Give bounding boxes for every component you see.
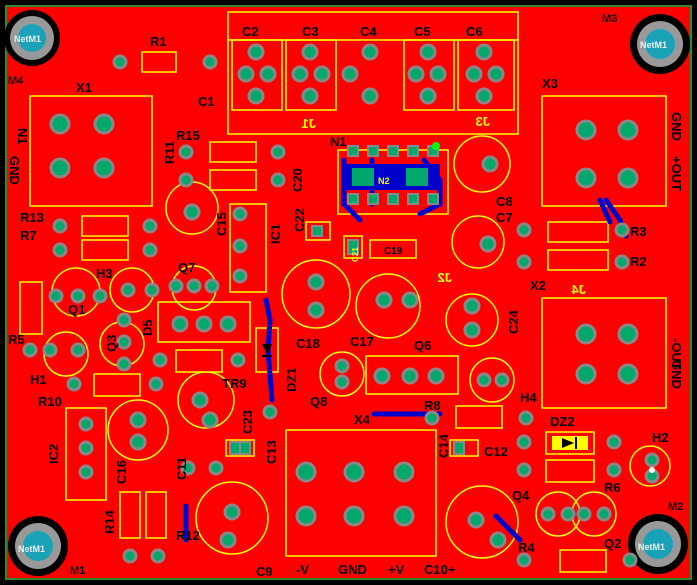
label-out-minus: -OUT — [669, 338, 684, 370]
mounting-hole-label: NetM1 — [14, 34, 41, 44]
n2-label: N2 — [378, 176, 390, 186]
label-neg-v: -V — [296, 562, 309, 577]
label-j2: J2 — [438, 270, 452, 285]
label-q2: Q2 — [604, 536, 621, 551]
label-c3: C3 — [302, 24, 319, 39]
label-c11: C11 — [174, 457, 189, 480]
label-x2: X2 — [530, 278, 546, 293]
label-c15: C15 — [214, 212, 229, 236]
label-r3: R3 — [630, 224, 647, 239]
label-n1-left: N1 — [15, 128, 30, 145]
ref-m3: M3 — [602, 13, 617, 25]
label-c21: C21 — [351, 247, 360, 262]
label-h2: H2 — [652, 430, 669, 445]
label-q1: Q1 — [68, 302, 85, 317]
mounting-hole-bl: NetM1 — [8, 516, 68, 576]
board-edge — [5, 5, 692, 580]
label-c18: C18 — [296, 336, 320, 351]
label-c1: C1 — [198, 94, 215, 109]
label-r11: R11 — [162, 141, 177, 164]
label-r7: R7 — [20, 228, 37, 243]
label-n1-mid: N1 — [330, 134, 347, 149]
label-gnd-bottom: GND — [338, 562, 367, 577]
label-c19: C19 — [384, 246, 403, 257]
label-c17: C17 — [350, 334, 374, 349]
label-q6: Q6 — [414, 338, 431, 353]
pads — [22, 43, 660, 568]
label-ic1: IC1 — [268, 224, 283, 244]
label-x4: X4 — [354, 412, 371, 427]
label-q7: Q7 — [178, 260, 195, 275]
label-gnd-out: GND — [669, 360, 684, 389]
label-pos-v: +V — [388, 562, 405, 577]
label-dz2: DZ2 — [550, 414, 575, 429]
label-x3: X3 — [542, 76, 558, 91]
label-out-plus: +OUT — [669, 156, 684, 191]
label-c7: C7 — [496, 210, 513, 225]
label-x1: X1 — [76, 80, 92, 95]
label-r13: R13 — [20, 210, 44, 225]
mounting-hole-label: NetM1 — [18, 544, 45, 554]
component-labels: R1 X1 N1 GND C2 C3 C4 C5 C6 C1 X3 GND +O… — [7, 24, 684, 579]
diode-dz2 — [552, 436, 588, 450]
label-c14: C14 — [436, 433, 451, 458]
label-c4: C4 — [360, 24, 377, 39]
ic-n1: N2 — [342, 164, 440, 190]
label-q8: Q8 — [310, 394, 327, 409]
label-h1: H1 — [30, 372, 47, 387]
ref-m2: M2 — [668, 501, 683, 513]
label-c13: C13 — [264, 440, 279, 464]
label-r12: R12 — [176, 528, 200, 543]
label-c8: C8 — [496, 194, 513, 209]
label-r1: R1 — [150, 34, 167, 49]
label-h3: H3 — [96, 266, 113, 281]
label-c2: C2 — [242, 24, 259, 39]
label-c20: C20 — [290, 168, 305, 192]
mounting-hole-tl: NetM1 — [4, 10, 60, 66]
label-r8: R8 — [424, 398, 441, 413]
label-c10: C10+ — [424, 562, 456, 577]
mounting-hole-br: NetM1 — [628, 514, 688, 574]
test-point — [649, 467, 655, 473]
mounting-hole-label: NetM1 — [640, 40, 667, 50]
label-q3: Q3 — [104, 335, 119, 352]
mounting-hole-label: NetM1 — [638, 542, 665, 552]
label-gnd-left: GND — [7, 156, 22, 185]
label-d5: D5 — [140, 319, 155, 336]
ref-m4: M4 — [8, 75, 24, 87]
label-c24: C24 — [506, 309, 521, 334]
label-j3: J3 — [476, 114, 490, 129]
label-c23: C23 — [240, 410, 255, 434]
label-r15: R15 — [176, 128, 200, 143]
label-tr9: TR9 — [222, 376, 247, 391]
label-q4: Q4 — [512, 488, 530, 503]
label-j1: J1 — [302, 116, 316, 131]
label-r14: R14 — [102, 509, 117, 534]
label-gnd-right: GND — [669, 112, 684, 141]
copper-pour — [6, 6, 691, 579]
mounting-hole-tr: NetM1 — [630, 14, 690, 74]
label-c5: C5 — [414, 24, 431, 39]
label-h4: H4 — [520, 390, 537, 405]
label-r5: R5 — [8, 332, 25, 347]
label-ic2: IC2 — [46, 444, 61, 464]
label-r4: R4 — [518, 540, 535, 555]
label-r6: R6 — [604, 480, 621, 495]
label-c6: C6 — [466, 24, 483, 39]
label-c16: C16 — [114, 460, 129, 484]
label-j4: J4 — [571, 282, 586, 297]
label-r2: R2 — [630, 254, 647, 269]
mirrored-labels: J1 J3 J2 J4 C21 — [302, 114, 586, 297]
diode-dz1 — [262, 344, 272, 357]
label-c22: C22 — [292, 208, 307, 232]
ref-m1: M1 — [70, 565, 85, 577]
label-c9: C9 — [256, 564, 273, 579]
pin1-marker — [432, 142, 440, 150]
label-dz1: DZ1 — [284, 367, 299, 392]
label-r10: R10 — [38, 394, 62, 409]
label-c12: C12 — [484, 444, 508, 459]
